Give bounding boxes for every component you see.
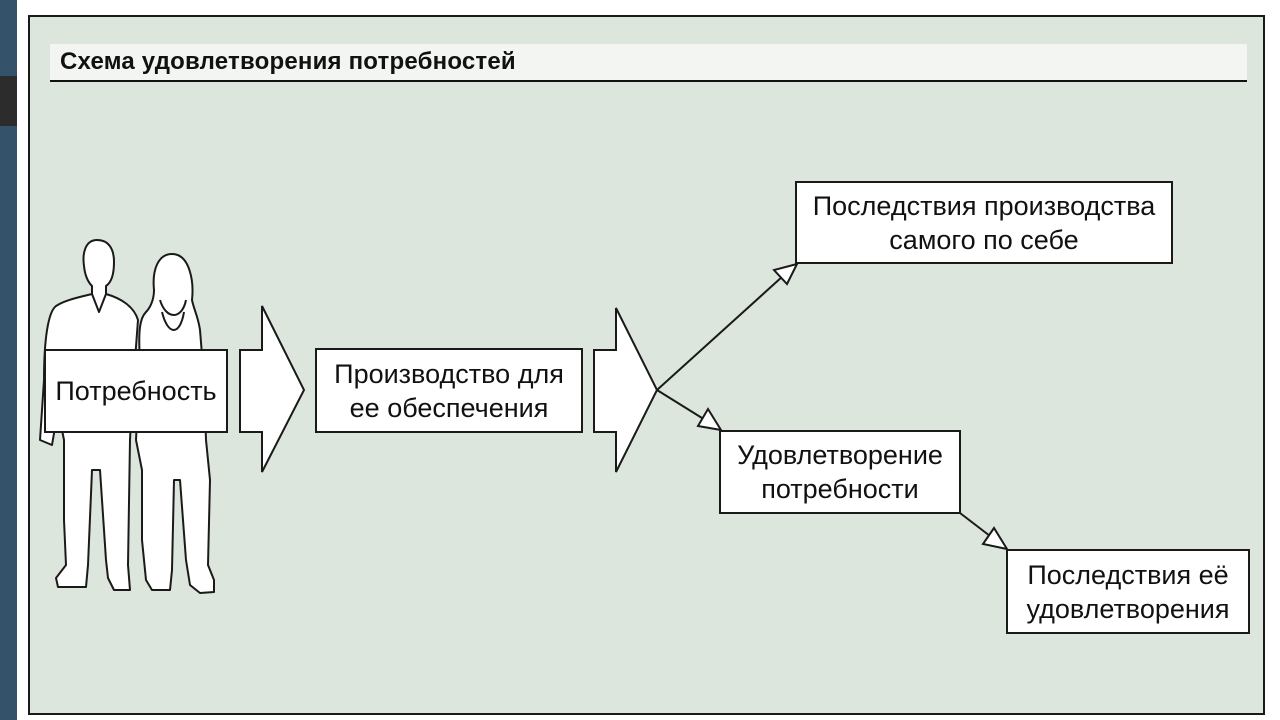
title-bar: Схема удовлетворения потребностей: [50, 44, 1247, 82]
connector-to-satisfaction: [656, 389, 724, 432]
production-consequences-box: Последствия производства самого по себе: [795, 181, 1173, 264]
block-arrow-2: [593, 307, 659, 473]
need-box: Потребность: [44, 349, 228, 433]
satisfaction-consequences-label-line2: удовлетворения: [1026, 593, 1230, 624]
left-edge-strip: [0, 0, 17, 720]
production-box: Производство для ее обеспечения: [315, 348, 583, 433]
satisfaction-label-line2: потребности: [761, 474, 919, 504]
satisfaction-consequences-label-line1: Последствия её: [1027, 559, 1229, 590]
need-label: Потребность: [55, 376, 217, 406]
production-label-line2: ее обеспечения: [349, 392, 549, 423]
connector-to-production-consequences: [656, 262, 799, 391]
satisfaction-label-line1: Удовлетворение: [737, 440, 943, 470]
block-arrow-1: [239, 305, 306, 473]
production-consequences-label-line1: Последствия производства: [812, 190, 1156, 221]
satisfaction-box: Удовлетворение потребности: [719, 430, 961, 514]
production-label-line1: Производство для: [334, 358, 564, 389]
satisfaction-consequences-box: Последствия её удовлетворения: [1006, 549, 1250, 634]
diagram-title: Схема удовлетворения потребностей: [60, 48, 516, 75]
left-edge-tab: [0, 76, 17, 126]
production-consequences-label-line2: самого по себе: [889, 224, 1079, 255]
connector-to-satisfaction-consequences: [959, 512, 1010, 551]
